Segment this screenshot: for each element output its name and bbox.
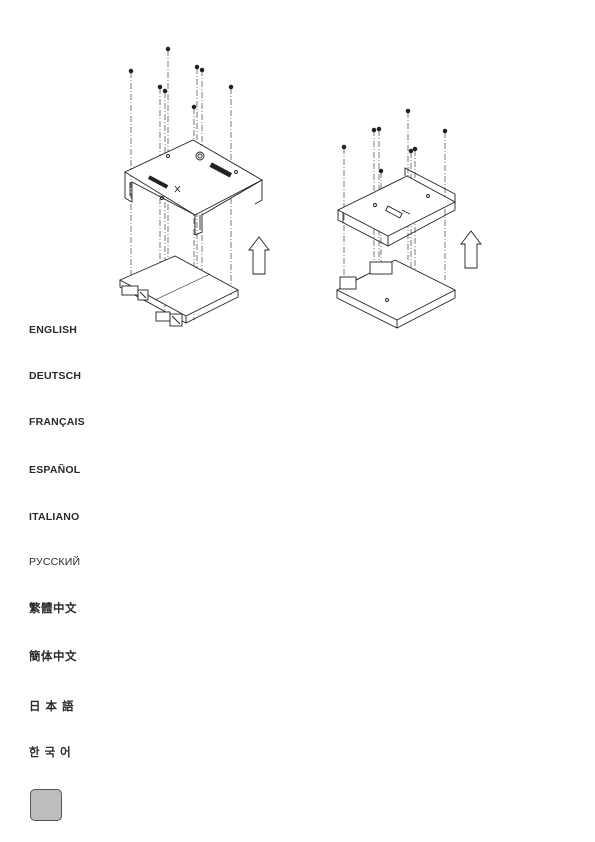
drive-stack: [120, 256, 238, 326]
language-italiano: ITALIANO: [29, 511, 79, 523]
bracket-plate: [338, 168, 455, 246]
page-tab-marker: [30, 789, 62, 821]
single-drive-bracket-diagram: [337, 109, 481, 328]
language-espanol: ESPAÑOL: [29, 464, 80, 476]
language-deutsch: DEUTSCH: [29, 370, 81, 382]
language-korean: 한 국 어: [29, 744, 71, 760]
language-russian: РУССКИЙ: [29, 556, 80, 568]
screw-icon: [342, 109, 447, 173]
dual-drive-bracket-diagram: [120, 47, 269, 326]
language-traditional-chinese: 繁體中文: [29, 600, 77, 616]
language-japanese: 日 本 語: [29, 698, 74, 714]
language-francais: FRANÇAIS: [29, 416, 85, 428]
up-arrow-icon: [461, 231, 481, 268]
language-simplified-chinese: 簡体中文: [29, 648, 77, 664]
language-english: ENGLISH: [29, 324, 77, 336]
bracket-plate: [125, 140, 262, 235]
drive-body: [337, 260, 455, 328]
screw-icon: [129, 47, 233, 109]
up-arrow-icon: [249, 237, 269, 274]
assembly-diagram: [0, 0, 595, 340]
